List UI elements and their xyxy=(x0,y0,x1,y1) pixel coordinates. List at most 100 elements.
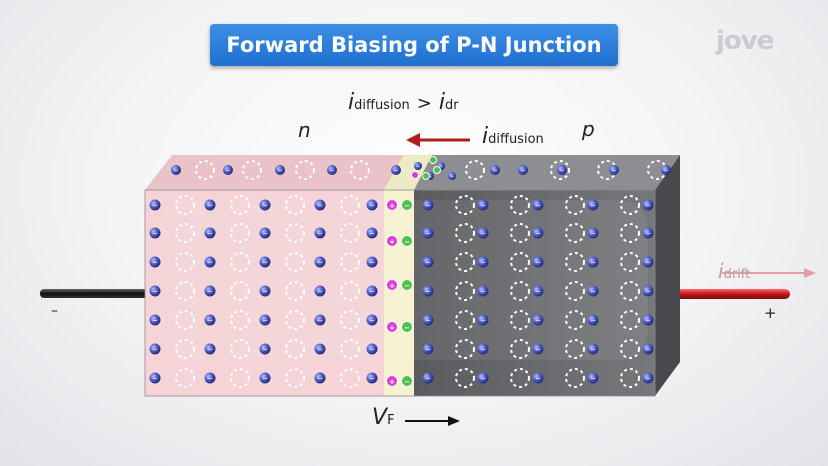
svg-text:−: − xyxy=(317,230,323,238)
electron: − xyxy=(259,285,271,297)
hole xyxy=(285,281,305,301)
hole xyxy=(510,195,530,215)
negative-wire xyxy=(40,289,148,298)
svg-text:−: − xyxy=(207,259,213,267)
electron: − xyxy=(477,372,489,384)
drift-sub: drift xyxy=(723,267,751,282)
hole xyxy=(620,368,640,388)
svg-text:−: − xyxy=(590,202,596,210)
positive-ion: + xyxy=(386,235,398,247)
electron: − xyxy=(223,165,233,175)
electron: − xyxy=(204,372,216,384)
svg-text:−: − xyxy=(207,375,213,383)
electron: − xyxy=(661,165,671,175)
svg-text:−: − xyxy=(535,288,541,296)
negative-ion: − xyxy=(401,279,413,291)
negative-ion xyxy=(433,166,441,174)
svg-text:−: − xyxy=(590,230,596,238)
svg-text:−: − xyxy=(480,346,486,354)
hole xyxy=(175,281,195,301)
svg-text:−: − xyxy=(535,346,541,354)
svg-text:−: − xyxy=(207,288,213,296)
hole xyxy=(295,160,315,180)
svg-text:−: − xyxy=(277,168,282,175)
hole xyxy=(340,339,360,359)
n-region-top-face xyxy=(145,155,404,190)
svg-text:−: − xyxy=(480,288,486,296)
electron: − xyxy=(477,314,489,326)
electron: − xyxy=(448,172,456,181)
hole xyxy=(230,310,250,330)
svg-text:+: + xyxy=(389,324,395,332)
negative-ion: − xyxy=(401,199,413,211)
hole xyxy=(455,223,475,243)
svg-text:−: − xyxy=(262,202,268,210)
svg-text:−: − xyxy=(425,346,431,354)
hole xyxy=(230,223,250,243)
hole xyxy=(285,252,305,272)
electron: − xyxy=(587,227,599,239)
diffusion-i: i xyxy=(482,124,489,149)
positive-ion: + xyxy=(386,279,398,291)
electron: − xyxy=(532,372,544,384)
electron: − xyxy=(422,285,434,297)
svg-text:−: − xyxy=(480,375,486,383)
electron: − xyxy=(587,343,599,355)
electron: − xyxy=(204,256,216,268)
electron: − xyxy=(587,199,599,211)
hole xyxy=(455,310,475,330)
electron: − xyxy=(314,372,326,384)
svg-text:−: − xyxy=(152,259,158,267)
hole xyxy=(175,252,195,272)
svg-text:−: − xyxy=(559,168,564,175)
hole xyxy=(620,252,640,272)
electron: − xyxy=(204,314,216,326)
positive-ion: + xyxy=(386,375,398,387)
electron: − xyxy=(477,343,489,355)
electron: − xyxy=(149,199,161,211)
hole xyxy=(455,368,475,388)
svg-text:−: − xyxy=(262,288,268,296)
hole xyxy=(175,368,195,388)
electron: − xyxy=(532,227,544,239)
hole xyxy=(620,310,640,330)
hole xyxy=(620,281,640,301)
svg-text:−: − xyxy=(535,259,541,267)
hole xyxy=(175,339,195,359)
negative-ion: − xyxy=(401,375,413,387)
electron: − xyxy=(557,165,567,175)
electron: − xyxy=(642,314,654,326)
electron: − xyxy=(149,343,161,355)
hole xyxy=(455,339,475,359)
svg-text:−: − xyxy=(152,317,158,325)
svg-text:−: − xyxy=(369,230,375,238)
svg-text:−: − xyxy=(317,288,323,296)
electron: − xyxy=(518,165,528,175)
electron: − xyxy=(366,343,378,355)
electron: − xyxy=(587,372,599,384)
electron: − xyxy=(391,165,401,175)
svg-text:−: − xyxy=(369,375,375,383)
positive-ion: + xyxy=(386,321,398,333)
electron: − xyxy=(490,165,500,175)
svg-text:−: − xyxy=(262,346,268,354)
hole xyxy=(230,281,250,301)
electron: − xyxy=(532,199,544,211)
electron: − xyxy=(366,256,378,268)
svg-text:−: − xyxy=(480,230,486,238)
negative-ion: − xyxy=(401,235,413,247)
hole xyxy=(230,339,250,359)
negative-ion xyxy=(422,172,430,180)
drift-current-label: idrift xyxy=(718,259,750,283)
electron: − xyxy=(149,285,161,297)
svg-text:−: − xyxy=(207,202,213,210)
hole xyxy=(510,339,530,359)
svg-text:−: − xyxy=(590,375,596,383)
hole xyxy=(340,252,360,272)
svg-text:−: − xyxy=(492,168,497,175)
svg-text:−: − xyxy=(317,346,323,354)
svg-text:−: − xyxy=(450,175,454,181)
hole xyxy=(340,281,360,301)
electron: − xyxy=(275,165,285,175)
svg-text:−: − xyxy=(262,259,268,267)
